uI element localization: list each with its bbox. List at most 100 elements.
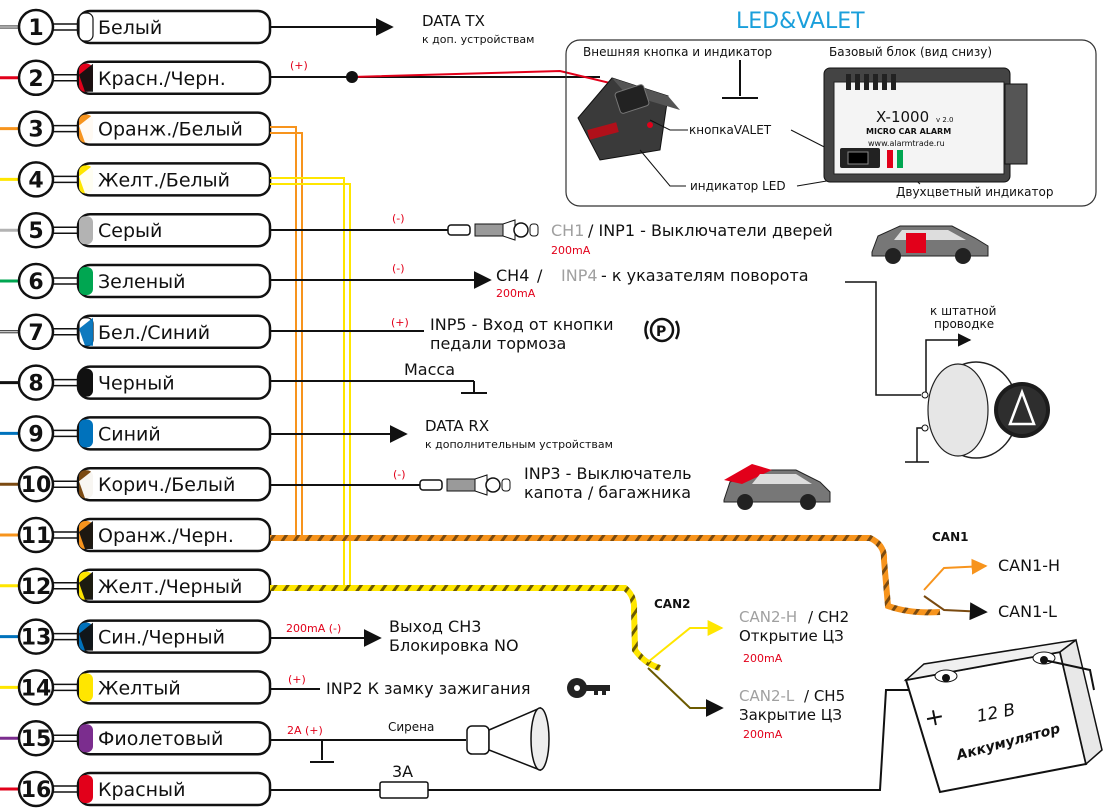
- led-indicator-label: индикатор LED: [690, 179, 786, 193]
- ch1-label: CH1: [551, 221, 584, 240]
- led-valet-panel: LED&VALET Внешняя кнопка и индикатор Баз…: [565, 9, 1097, 207]
- pin14-polarity: (+): [288, 673, 306, 686]
- car-hood-icon: [723, 464, 831, 510]
- pin15-current: 2A (+): [287, 724, 323, 737]
- pin-number-badge: [17, 465, 55, 503]
- pin-number: 4: [28, 168, 43, 193]
- wire-label: Оранж./Белый: [98, 119, 243, 141]
- pin-label-box: [76, 720, 272, 756]
- pin2-connection: (+): [270, 59, 661, 96]
- pin-number-badge: [17, 313, 55, 351]
- ch5-current: 200mA: [743, 728, 783, 741]
- inp5-line2: педали тормоза: [430, 334, 566, 353]
- ch2-current: 200mA: [743, 652, 783, 665]
- pin-label-box: [76, 670, 272, 705]
- pin-row-6: 6 Зеленый: [0, 262, 272, 300]
- wire-color-swatch: [79, 724, 93, 753]
- pin-number-badge: [17, 364, 55, 401]
- inp5-line1: INP5 - Вход от кнопки: [430, 315, 613, 334]
- pin5-current: 200mA: [551, 244, 591, 257]
- inp2-label: INP2 К замку зажигания: [326, 679, 530, 698]
- pin1-connection: DATA TX к доп. устройствам: [270, 12, 534, 46]
- pin6-current: 200mA: [496, 287, 536, 300]
- pin2-polarity: (+): [290, 59, 308, 72]
- pin5-connection: (-) CH1 / INP1 - Выключатели дверей 200m…: [270, 212, 989, 264]
- pin-number: 15: [21, 727, 52, 752]
- can-bus: CAN1 CAN1-H CAN1-L CAN2 CAN2-H / CH2 Отк…: [270, 530, 1060, 741]
- pin10-connection: (-) INP3 - Выключатель капота / багажник…: [270, 464, 831, 510]
- lock-close-label: Закрытие ЦЗ: [739, 706, 842, 724]
- pin-label-box: [76, 111, 272, 146]
- junction-dot: [346, 71, 358, 83]
- wire-label: Син./Черный: [98, 627, 225, 649]
- wire-label: Корич./Белый: [98, 474, 235, 496]
- pin14-connection: (+) INP2 К замку зажигания: [270, 673, 610, 698]
- valet-button-label: кнопкаVALET: [689, 123, 772, 137]
- pin8-connection: Масса: [270, 360, 487, 394]
- pin-number: 14: [21, 676, 52, 701]
- fuse-label: 3А: [392, 762, 413, 781]
- pin-number-badge: [17, 110, 55, 147]
- wire-label: Желт./Черный: [98, 576, 242, 598]
- pin13-current: 200mA (-): [286, 622, 341, 635]
- data-rx-sub: к дополнительным устройствам: [425, 438, 613, 451]
- pin-number-badge: [17, 161, 55, 198]
- pin-number-badge: [17, 262, 55, 300]
- turn-signal-label: - к указателям поворота: [601, 266, 809, 285]
- pin7-connection: (+) INP5 - Вход от кнопки педали тормоза…: [270, 315, 680, 353]
- data-rx-label: DATA RX: [425, 417, 489, 435]
- pin-row-5: 5 Серый: [0, 211, 272, 249]
- pin-number: 6: [28, 270, 43, 295]
- pin-number: 7: [28, 321, 43, 346]
- hazard-switch: к штатной проводке: [905, 304, 1050, 463]
- wire-color-swatch: [79, 419, 93, 448]
- wire-label: Бел./Синий: [98, 322, 210, 344]
- pin-label-box: [76, 162, 272, 197]
- ext-button-label: Внешняя кнопка и индикатор: [583, 45, 772, 59]
- ch4-label: CH4: [496, 266, 529, 285]
- wire-label: Белый: [98, 17, 162, 39]
- lock-open-label: Открытие ЦЗ: [739, 627, 844, 645]
- pin-number: 11: [21, 524, 52, 549]
- inp3-line2: капота / багажника: [524, 483, 691, 502]
- to-wiring-1: к штатной: [930, 304, 996, 318]
- siren-icon: [466, 706, 550, 772]
- pin-number: 5: [28, 219, 43, 244]
- device-version: v 2.0: [936, 116, 954, 124]
- wire-label: Зеленый: [98, 271, 185, 293]
- data-tx-sub: к доп. устройствам: [422, 33, 534, 46]
- pin9-connection: DATA RX к дополнительным устройствам: [270, 417, 613, 451]
- pin-row-11: 11 Оранж./Черн.: [0, 516, 272, 554]
- wire-label: Желт./Белый: [98, 169, 230, 191]
- can2-h: CAN2-H: [739, 608, 797, 626]
- wire-color-swatch: [79, 775, 93, 803]
- pin-row-13: 13 Син./Черный: [0, 618, 272, 655]
- wire-label: Красный: [98, 779, 185, 801]
- pin-number-badge: [17, 59, 55, 97]
- device-site: www.alarmtrade.ru: [868, 139, 945, 148]
- pin-number-badge: [17, 770, 55, 808]
- door-switch-icon: [447, 219, 539, 241]
- wire-label: Оранж./Черн.: [98, 525, 234, 547]
- wire-color-swatch: [79, 673, 93, 702]
- pin-number: 9: [28, 422, 43, 447]
- pin-number: 8: [28, 372, 43, 397]
- brake-icon: P: [644, 317, 680, 343]
- pin-number: 13: [21, 626, 52, 651]
- pin-number: 3: [28, 118, 43, 143]
- wire-label: Серый: [98, 220, 162, 242]
- brake-letter: P: [656, 324, 666, 340]
- ch4-slash: /: [537, 266, 543, 285]
- valet-button-device: [577, 77, 680, 161]
- pin7-polarity: (+): [391, 316, 409, 329]
- pin-number-badge: [17, 669, 55, 706]
- pin-number: 10: [21, 473, 52, 498]
- pin-number: 12: [21, 575, 52, 600]
- pin6-polarity: (-): [392, 262, 405, 275]
- battery-icon: + 12 B Аккумулятор: [903, 638, 1103, 794]
